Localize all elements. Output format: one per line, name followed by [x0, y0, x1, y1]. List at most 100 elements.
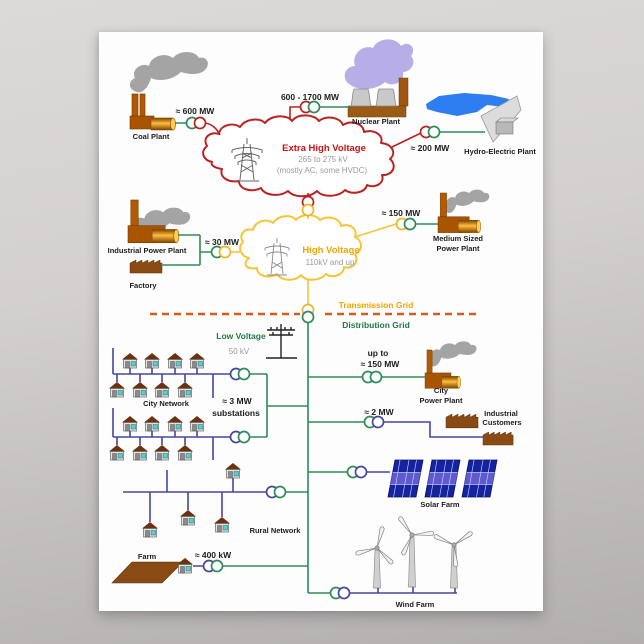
house-icon — [166, 415, 184, 432]
nuclear-mw-label: 600 - 1700 MW — [281, 92, 340, 102]
hv-range: 110kV and up — [306, 258, 355, 267]
solar-panel-icon — [424, 459, 461, 498]
transformer-medium-plant — [395, 217, 417, 231]
coal-plant-label: Coal Plant — [133, 132, 170, 141]
city-network-1-houses — [108, 352, 206, 398]
ehv-note: (mostly AC, some HVDC) — [277, 166, 368, 175]
house-icon — [143, 352, 161, 369]
transmission-grid-label: Transmission Grid — [339, 300, 414, 310]
industrial-power-plant-label: Industrial Power Plant — [108, 246, 187, 255]
house-icon — [143, 415, 161, 432]
rural-houses — [141, 462, 242, 538]
blue-lv-lines — [112, 348, 483, 594]
transformer-solar-farm — [346, 465, 368, 479]
low-voltage-pole-icon — [266, 324, 297, 359]
transformer-nuclear — [299, 100, 321, 114]
ehv-range: 265 to 275 kV — [298, 155, 348, 164]
yellow-hv-lines — [230, 215, 397, 304]
substation-mw-label: ≈ 3 MW — [222, 396, 252, 406]
house-icon — [153, 444, 171, 461]
house-icon — [213, 516, 231, 533]
house-icon — [108, 444, 126, 461]
city-pp-label-2: Power Plant — [420, 396, 463, 405]
coal-mw-label: ≈ 600 MW — [176, 106, 216, 116]
medium-mw-label: ≈ 150 MW — [382, 208, 422, 218]
city-pp-label-1: City — [434, 386, 449, 395]
house-icon — [188, 415, 206, 432]
rural-network-label: Rural Network — [250, 526, 302, 535]
wind-farm-label: Wind Farm — [396, 600, 435, 609]
distribution-grid-label: Distribution Grid — [342, 320, 410, 330]
ehv-cloud-outline — [202, 114, 395, 198]
low-voltage-label: Low Voltage — [216, 331, 266, 341]
nuclear-steam — [344, 39, 414, 90]
substations-label: substations — [212, 408, 260, 418]
ipp-mw-label: ≈ 30 MW — [205, 237, 240, 247]
medium-plant-icon — [437, 189, 490, 233]
house-icon — [224, 462, 242, 479]
house-icon — [141, 521, 159, 538]
industrial-customer-icon — [482, 431, 514, 446]
house-icon — [176, 381, 194, 398]
transformer-symbols — [185, 100, 441, 600]
cooling-tower-icon — [350, 88, 372, 107]
solar-farm-label: Solar Farm — [420, 500, 460, 509]
city-pp-upto-label: up to — [368, 348, 389, 358]
wind-turbine-icon — [431, 515, 484, 589]
transformer-substation-2 — [229, 430, 251, 444]
wind-turbine-icon — [353, 521, 403, 589]
house-icon — [131, 444, 149, 461]
hydro-plant-label: Hydro-Electric Plant — [464, 147, 536, 156]
medium-plant-label-2: Power Plant — [437, 244, 480, 253]
transmission-tower-icon — [264, 238, 290, 276]
industrial-power-plant-icon — [127, 199, 191, 244]
city-pp-mw-label: ≈ 150 MW — [361, 359, 401, 369]
house-icon — [153, 381, 171, 398]
green-grid-lines — [161, 106, 485, 594]
farm-kw-label: ≈ 400 kW — [195, 550, 232, 560]
red-ehv-lines — [204, 106, 422, 197]
house-icon — [176, 444, 194, 461]
transformer-coal — [185, 116, 207, 130]
coal-smoke — [129, 52, 208, 93]
transformer-rural — [265, 485, 287, 499]
city-power-plant-icon — [424, 341, 477, 389]
solar-panel-icon — [461, 459, 498, 498]
lv-range-label: 50 kV — [229, 347, 250, 356]
solar-panel-icon — [387, 459, 424, 498]
city-network-label: City Network — [143, 399, 190, 408]
house-icon — [179, 509, 197, 526]
factory-icon — [129, 259, 163, 274]
farm-field-icon — [111, 561, 184, 584]
house-icon — [121, 352, 139, 369]
farm-label: Farm — [138, 552, 157, 561]
wind-farm-icon — [353, 505, 484, 589]
solar-farm-icon — [387, 459, 498, 498]
nuclear-plant-icon — [344, 39, 414, 118]
electricity-grid-poster: Coal Plant ≈ 600 MW 600 - 1700 MW Nuclea… — [99, 32, 543, 611]
medium-plant-label-1: Medium Sized — [433, 234, 483, 243]
house-icon — [121, 415, 139, 432]
cooling-tower-icon — [375, 88, 397, 107]
diagram-labels: Coal Plant ≈ 600 MW 600 - 1700 MW Nuclea… — [108, 92, 537, 609]
transmission-tower-icon — [231, 138, 263, 182]
transformer-hydro — [419, 125, 441, 139]
transformer-hv-distribution — [301, 303, 315, 324]
hv-title: High Voltage — [302, 245, 359, 256]
industrial-customer-icon — [445, 413, 479, 429]
house-icon — [166, 352, 184, 369]
grid-schematic-diagram: Coal Plant ≈ 600 MW 600 - 1700 MW Nuclea… — [108, 39, 537, 609]
industrial-customers-label-2: Customers — [482, 418, 521, 427]
reservoir-water — [426, 93, 509, 116]
factory-label: Factory — [129, 281, 157, 290]
transformer-city-power-plant — [361, 370, 383, 384]
house-icon — [108, 381, 126, 398]
hydro-plant-icon — [426, 93, 522, 143]
transformer-farm — [202, 559, 224, 573]
house-icon — [131, 381, 149, 398]
hydro-mw-label: ≈ 200 MW — [411, 143, 451, 153]
industrial-mw-label: ≈ 2 MW — [364, 407, 394, 417]
transformer-ehv-hv — [301, 195, 315, 217]
wind-turbine-icon — [382, 505, 437, 588]
house-icon — [188, 352, 206, 369]
